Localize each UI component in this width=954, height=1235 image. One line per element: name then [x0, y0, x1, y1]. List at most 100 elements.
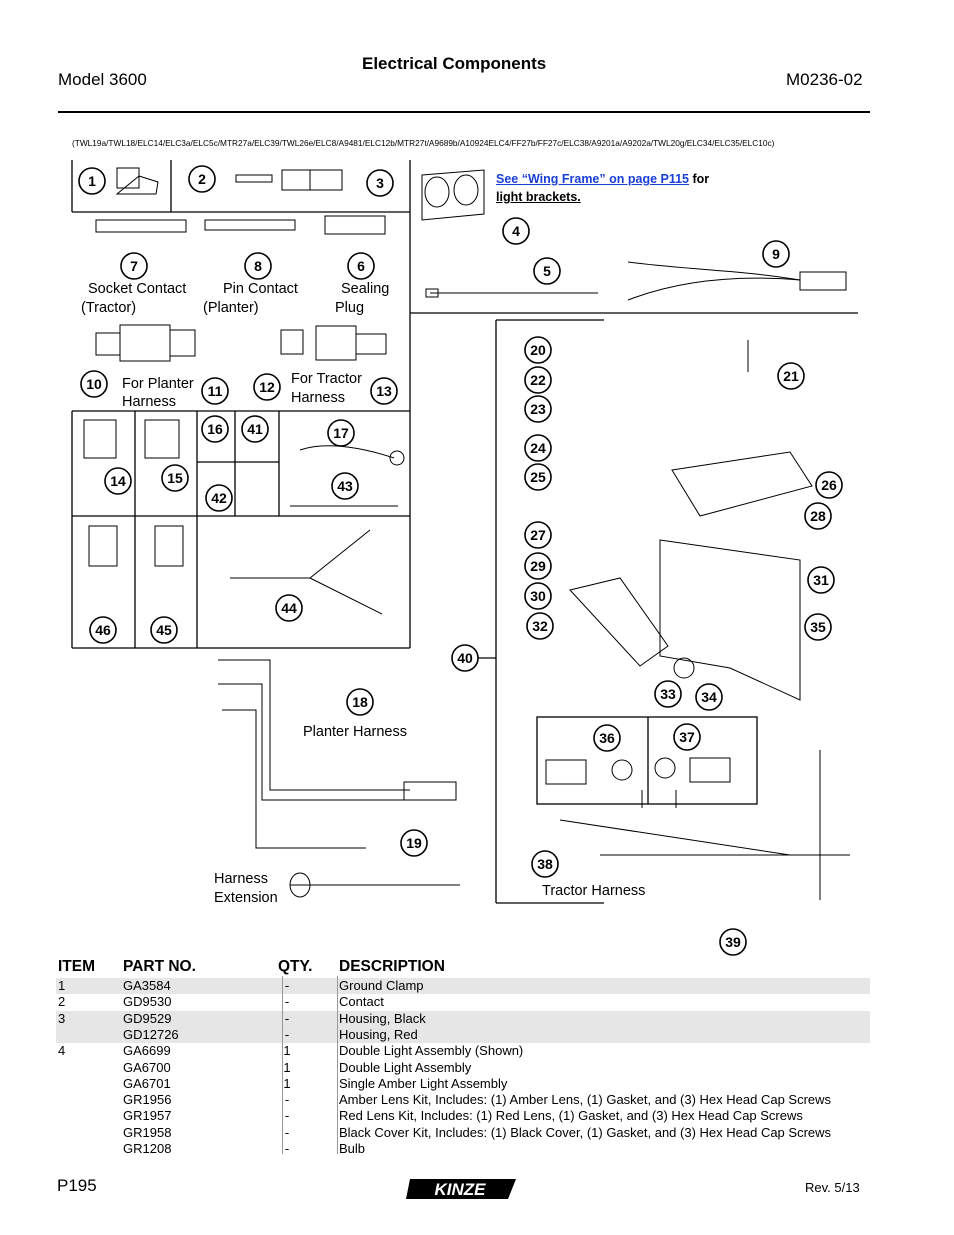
callout-39 [719, 928, 747, 956]
row-part-number: GR1958 [123, 1124, 172, 1140]
callout-label: 1 [88, 173, 96, 189]
callout-label: 17 [333, 425, 349, 441]
callout-12 [253, 373, 281, 401]
row-qty: 1 [283, 1059, 291, 1075]
row-item: 1 [58, 978, 66, 993]
callout-20 [524, 336, 552, 364]
callout-2 [188, 165, 216, 193]
callout-32 [526, 612, 554, 640]
callout-label: 29 [530, 558, 546, 574]
row-item: 3 [58, 1010, 66, 1026]
page-number: P195 [57, 1176, 97, 1195]
col-header-item: ITEM [58, 958, 96, 975]
callout-label: 13 [376, 383, 392, 399]
callout-label: 33 [660, 686, 676, 702]
callout-36 [593, 724, 621, 752]
row-part-number: GA6699 [123, 1043, 171, 1059]
kinze-logo: KINZE [406, 1179, 516, 1199]
row-qty: - [284, 978, 290, 993]
callout-3 [366, 169, 394, 197]
row-qty: - [284, 994, 290, 1010]
row-part-number: GR1957 [123, 1108, 172, 1124]
callout-label: 25 [530, 469, 546, 485]
callout-label: 15 [167, 470, 183, 486]
callout-label: 45 [156, 622, 172, 638]
wing-frame-note: See “Wing Frame” on page P115 for light … [496, 170, 709, 206]
wing-frame-link[interactable]: See “Wing Frame” on page P115 [496, 172, 690, 186]
callout-29 [524, 552, 552, 580]
row-part-number: GA6700 [123, 1059, 171, 1075]
row-description: Double Light Assembly (Shown) [339, 1043, 524, 1059]
label-tractor-harness: Tractor Harness [542, 883, 646, 899]
callout-label: 19 [406, 835, 422, 851]
row-part-number: GA3584 [123, 978, 171, 993]
callout-label: 27 [530, 527, 546, 543]
callout-10 [80, 370, 108, 398]
callout-11 [201, 377, 229, 405]
callout-label: 46 [95, 622, 111, 638]
callout-label: 31 [813, 572, 829, 588]
callout-6 [347, 252, 375, 280]
label-for-tractor-sub: Harness [291, 390, 345, 406]
callout-label: 2 [198, 171, 206, 187]
col-header-desc: DESCRIPTION [339, 958, 445, 975]
callout-label: 7 [130, 258, 138, 274]
row-description: Ground Clamp [339, 978, 424, 993]
table-row: GD12726-Housing, Red [56, 1026, 870, 1043]
callout-label: 38 [537, 856, 553, 872]
label-harness-extension-sub: Extension [214, 890, 278, 906]
table-row: GR1957 - Red Lens Kit, Includes: (1) Red L… [56, 1108, 870, 1124]
row-qty: - [284, 1124, 290, 1140]
row-description: Red Lens Kit, Includes: (1) Red Lens, (1… [339, 1108, 803, 1124]
row-description: Housing, Black [339, 1010, 426, 1026]
callout-16 [201, 415, 229, 443]
callout-34 [695, 683, 723, 711]
callout-label: 14 [110, 473, 126, 489]
label-sealing-sub: Plug [335, 300, 365, 316]
row-part-number: GA6701 [123, 1075, 171, 1091]
label-pin-contact-sub: (Planter) [203, 300, 259, 316]
label-socket-contact: Socket Contact [88, 281, 187, 297]
manual-number: M0236-02 [786, 70, 863, 89]
callout-label: 34 [701, 689, 717, 705]
callout-19 [400, 829, 428, 857]
callout-label: 21 [783, 368, 799, 384]
col-header-qty: QTY. [278, 958, 313, 975]
table-row: GA6700 1 Double Light Assembly [56, 1060, 870, 1076]
label-for-planter-sub: Harness [122, 394, 176, 410]
callout-30 [524, 582, 552, 610]
callout-4 [502, 217, 530, 245]
callout-label: 42 [211, 490, 227, 506]
callout-label: 32 [532, 618, 548, 634]
column-divider [337, 976, 338, 1154]
callout-31 [807, 566, 835, 594]
callout-42 [205, 484, 233, 512]
callout-37 [673, 723, 701, 751]
callout-label: 5 [543, 263, 551, 279]
row-part-number: GD12726 [123, 1026, 179, 1042]
row-description: Bulb [339, 1141, 366, 1156]
callout-40 [451, 644, 479, 672]
row-qty: 1 [283, 1075, 291, 1091]
table-row: GR1958-Black Cover Kit, Includes: (1) Bl… [56, 1125, 870, 1141]
callout-label: 41 [247, 421, 263, 437]
row-description: Double Light Assembly [339, 1059, 472, 1075]
revision: Rev. 5/13 [805, 1180, 860, 1195]
row-part-number: GR1208 [123, 1141, 172, 1156]
table-row: GR1956-Amber Lens Kit, Includes: (1) Amb… [56, 1092, 870, 1108]
callout-label: 44 [281, 600, 297, 616]
callout-label: 23 [530, 401, 546, 417]
callout-24 [524, 434, 552, 462]
callout-44 [275, 594, 303, 622]
column-divider [282, 976, 283, 1154]
callout-7 [120, 252, 148, 280]
callout-label: 36 [599, 730, 615, 746]
row-item: 2 [58, 994, 66, 1010]
callout-label: 9 [772, 246, 780, 262]
callout-18 [346, 688, 374, 716]
col-header-part: PART NO. [123, 958, 196, 975]
callout-label: 4 [512, 223, 520, 239]
callout-label: 40 [457, 650, 473, 666]
callout-label: 3 [376, 175, 384, 191]
row-qty: - [284, 1108, 290, 1124]
